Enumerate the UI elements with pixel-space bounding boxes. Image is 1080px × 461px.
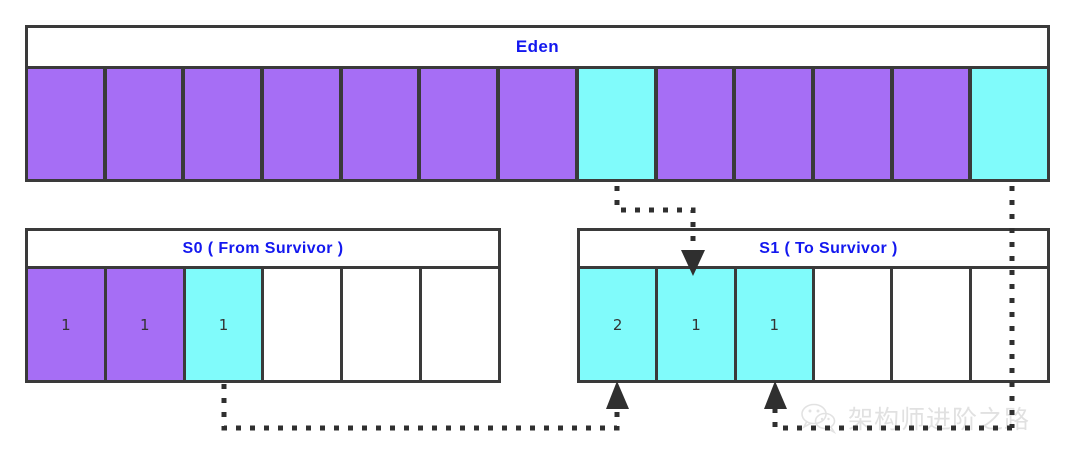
eden-cell xyxy=(500,69,579,179)
eden-cell xyxy=(185,69,265,179)
s1-cell: 1 xyxy=(736,269,815,380)
s1-header: S1 ( To Survivor ) xyxy=(580,231,1047,269)
eden-cell xyxy=(106,69,186,179)
s0-cell xyxy=(264,269,344,380)
eden-cell xyxy=(893,69,973,179)
s0-cell-value: 1 xyxy=(61,315,71,334)
eden-cell xyxy=(814,69,894,179)
eden-cell xyxy=(421,69,501,179)
s0-header: S0 ( From Survivor ) xyxy=(28,231,498,269)
s1-cell: 1 xyxy=(658,269,737,380)
s0-label: S0 ( From Survivor ) xyxy=(182,239,344,257)
eden-cell xyxy=(972,69,1047,179)
connector-s0-to-s1-slot1 xyxy=(221,381,629,431)
s0-cell xyxy=(343,269,423,380)
s0-cell-value: 1 xyxy=(218,315,229,334)
eden-label: Eden xyxy=(515,37,560,56)
eden-cell xyxy=(736,69,815,179)
s1-region: S1 ( To Survivor ) 2 1 1 xyxy=(577,228,1050,383)
watermark: 架构师进阶之路 xyxy=(800,395,1070,441)
eden-cell xyxy=(342,69,422,179)
s1-cell xyxy=(971,269,1047,380)
s0-cell: 1 xyxy=(106,269,186,380)
s1-label: S1 ( To Survivor ) xyxy=(759,239,898,257)
s0-cell xyxy=(422,269,498,380)
s1-cell-row: 2 1 1 xyxy=(580,269,1047,380)
eden-header: Eden xyxy=(28,28,1047,69)
s1-cell-value: 1 xyxy=(769,315,780,334)
s0-cell-row: 1 1 1 xyxy=(28,269,498,380)
s0-cell: 1 xyxy=(28,269,107,380)
s1-cell-value: 1 xyxy=(691,315,701,334)
s0-cell: 1 xyxy=(185,269,265,380)
watermark-text: 架构师进阶之路 xyxy=(848,405,1031,434)
s1-cell-value: 2 xyxy=(612,315,623,334)
eden-cell xyxy=(28,69,107,179)
s0-region: S0 ( From Survivor ) 1 1 1 xyxy=(25,228,501,383)
eden-cell xyxy=(657,69,737,179)
wechat-icon xyxy=(801,403,837,434)
s1-cell xyxy=(814,269,894,380)
eden-cell-row xyxy=(28,69,1047,179)
s0-cell-value: 1 xyxy=(139,315,150,334)
s1-cell xyxy=(893,269,972,380)
eden-cell xyxy=(578,69,658,179)
eden-cell xyxy=(264,69,343,179)
s1-cell: 2 xyxy=(580,269,659,380)
eden-region: Eden xyxy=(25,25,1050,182)
